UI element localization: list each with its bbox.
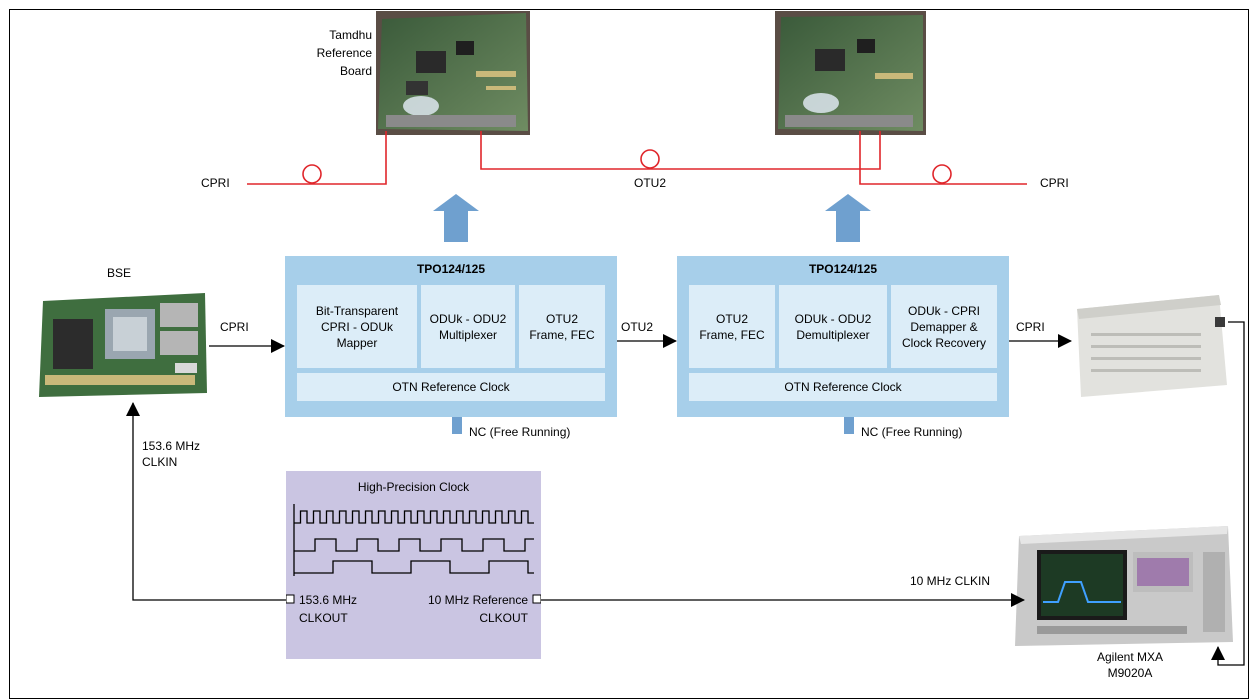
tamdhu-board-left-photo bbox=[376, 11, 530, 135]
clkout-10mhz-label: 10 MHz Reference CLKOUT bbox=[427, 593, 528, 625]
clkin-10mhz-label: 10 MHz CLKIN bbox=[910, 574, 991, 588]
cpri-in-label: CPRI bbox=[220, 320, 249, 334]
clkout-1536-port bbox=[286, 594, 295, 604]
otu2-top-label: OTU2 bbox=[634, 176, 667, 190]
tpo-left-frame-fec: OTU2 Frame, FEC bbox=[519, 285, 605, 368]
nc-stub-left bbox=[452, 401, 462, 434]
radio-unit-photo bbox=[1071, 289, 1231, 401]
clock-title: High-Precision Clock bbox=[357, 480, 470, 494]
tpo-left-block: TPO124/125 Bit-Transparent CPRI - ODUk M… bbox=[285, 256, 617, 417]
tpo-right-demultiplexer: ODUk - ODU2 Demultiplexer bbox=[779, 285, 887, 368]
tpo-left-title: TPO124/125 bbox=[416, 262, 486, 276]
waveform-slow bbox=[294, 560, 534, 574]
tamdhu-board-right-photo bbox=[775, 11, 926, 135]
tpo-right-ref-clock: OTN Reference Clock bbox=[689, 373, 997, 401]
clkout-10mhz-port bbox=[532, 594, 541, 604]
nc-right-label: NC (Free Running) bbox=[861, 425, 963, 439]
up-arrow-left bbox=[433, 194, 479, 242]
tpo-left-multiplexer: ODUk - ODU2 Multiplexer bbox=[421, 285, 515, 368]
nc-stub-right bbox=[844, 401, 854, 434]
tpo-right-demapper: ODUk - CPRI Demapper & Clock Recovery bbox=[891, 285, 997, 368]
tpo-right-title: TPO124/125 bbox=[808, 262, 878, 276]
cpri-fiber-right bbox=[859, 131, 1027, 185]
spectrum-analyzer-photo bbox=[1013, 522, 1236, 649]
clkout-1536-label: 153.6 MHz CLKOUT bbox=[299, 593, 358, 625]
cpri-out-label: CPRI bbox=[1016, 320, 1045, 334]
agilent-label: Agilent MXA M9020A bbox=[1096, 650, 1164, 680]
tpo-right-frame-fec: OTU2 Frame, FEC bbox=[689, 285, 775, 368]
otu2-fiber bbox=[480, 131, 881, 170]
tamdhu-board-label: Tamdhu Reference Board bbox=[316, 28, 372, 78]
up-arrow-right bbox=[825, 194, 871, 242]
cpri-left-label: CPRI bbox=[201, 176, 230, 190]
waveform-medium bbox=[294, 538, 534, 552]
bse-label: BSE bbox=[107, 266, 132, 280]
bse-board-photo bbox=[35, 289, 209, 401]
tpo-left-mapper: Bit-Transparent CPRI - ODUk Mapper bbox=[297, 285, 417, 368]
tpo-left-ref-clock: OTN Reference Clock bbox=[297, 373, 605, 401]
clock-waveforms bbox=[286, 504, 541, 604]
cpri-fiber-left bbox=[247, 131, 387, 185]
analyzer-radio-loop bbox=[1211, 321, 1245, 666]
clkin-1536-line bbox=[126, 402, 286, 601]
waveform-fast bbox=[294, 510, 534, 524]
high-precision-clock-block: High-Precision Clock 153.6 MHz CLKOUT 10… bbox=[286, 471, 541, 659]
clkin-1536-label: 153.6 MHz CLKIN bbox=[142, 439, 201, 469]
nc-left-label: NC (Free Running) bbox=[469, 425, 571, 439]
tpo-right-block: TPO124/125 OTU2 Frame, FEC ODUk - ODU2 D… bbox=[677, 256, 1009, 417]
otu2-mid-label: OTU2 bbox=[621, 320, 654, 334]
cpri-right-label: CPRI bbox=[1040, 176, 1069, 190]
